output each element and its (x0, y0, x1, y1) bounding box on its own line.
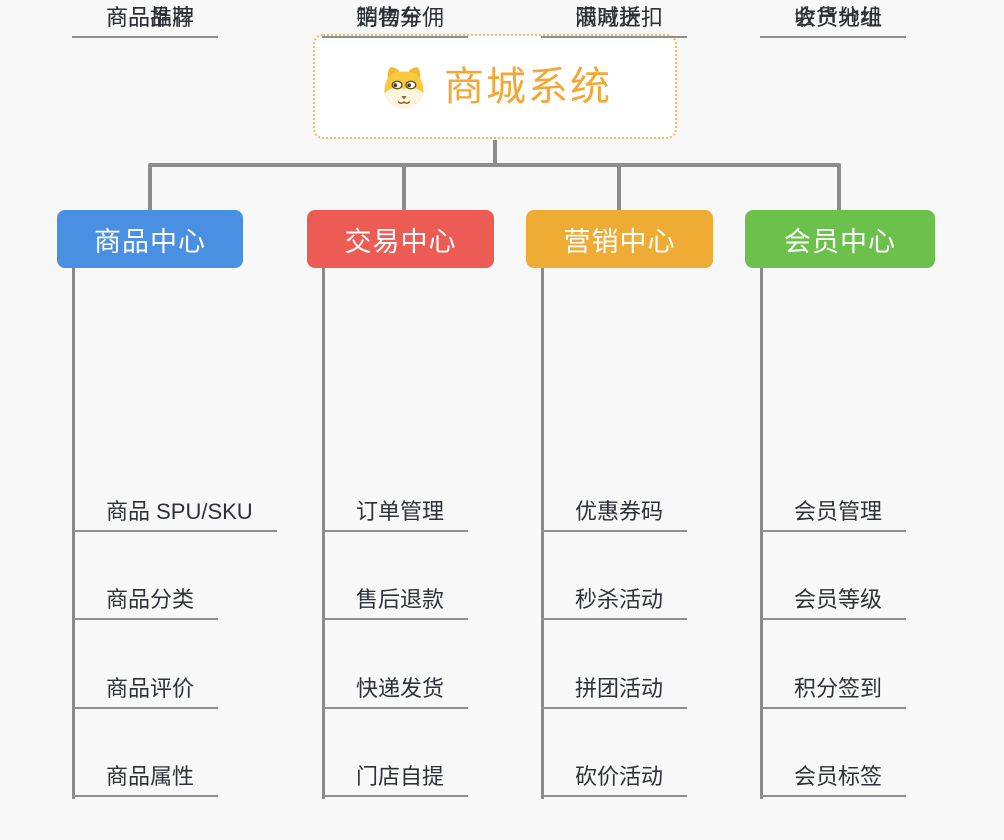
leaf-node-product-brand[interactable]: 商品品牌 (72, 0, 219, 38)
connector-drop-member (837, 165, 841, 210)
leaf-node-order-management[interactable]: 订单管理 (322, 494, 469, 532)
leaf-node-express-delivery[interactable]: 快递发货 (322, 671, 469, 709)
branch-node-marketing-center[interactable]: 营销中心 (526, 210, 713, 268)
leaf-node-sales-commission[interactable]: 销售分佣 (322, 0, 469, 38)
leaf-node-full-reduction[interactable]: 满减送 (541, 0, 666, 38)
branch-trunk-line (541, 268, 544, 799)
branch-trunk-line (760, 268, 763, 799)
branch-trunk-line (72, 268, 75, 799)
leaf-node-product-category[interactable]: 商品分类 (72, 582, 219, 620)
leaf-node-points-checkin[interactable]: 积分签到 (760, 671, 907, 709)
connector-drop-product (148, 165, 152, 210)
leaf-node-coupon-code[interactable]: 优惠券码 (541, 494, 688, 532)
leaf-node-shipping-address[interactable]: 收货地址 (760, 0, 907, 38)
connector-horizontal-bar (148, 163, 841, 167)
branch-node-member-center[interactable]: 会员中心 (745, 210, 935, 268)
dog-face-icon (384, 66, 424, 109)
leaf-node-member-management[interactable]: 会员管理 (760, 494, 907, 532)
branch-trunk-line (322, 268, 325, 799)
root-node-title: 商城系统 (444, 64, 612, 109)
branch-node-product-center[interactable]: 商品中心 (57, 210, 243, 268)
leaf-node-product-attribute[interactable]: 商品属性 (72, 759, 219, 797)
leaf-node-bargain-activity[interactable]: 砍价活动 (541, 759, 688, 797)
leaf-node-flash-sale[interactable]: 秒杀活动 (541, 582, 688, 620)
root-node-mall-system[interactable]: 商城系统 (313, 34, 677, 139)
leaf-node-product-review[interactable]: 商品评价 (72, 671, 219, 709)
connector-root-stem (493, 140, 497, 164)
leaf-node-store-pickup[interactable]: 门店自提 (322, 759, 469, 797)
connector-drop-marketing (617, 165, 621, 210)
leaf-node-aftersale-refund[interactable]: 售后退款 (322, 582, 469, 620)
leaf-node-group-buy[interactable]: 拼团活动 (541, 671, 688, 709)
leaf-node-product-spu-sku[interactable]: 商品 SPU/SKU (72, 494, 277, 532)
branch-node-trade-center[interactable]: 交易中心 (307, 210, 494, 268)
leaf-node-member-level[interactable]: 会员等级 (760, 582, 907, 620)
leaf-node-member-tag[interactable]: 会员标签 (760, 759, 907, 797)
leaf-node-limited-time-discount[interactable]: 限时折扣 (541, 0, 688, 38)
connector-drop-trade (402, 165, 406, 210)
